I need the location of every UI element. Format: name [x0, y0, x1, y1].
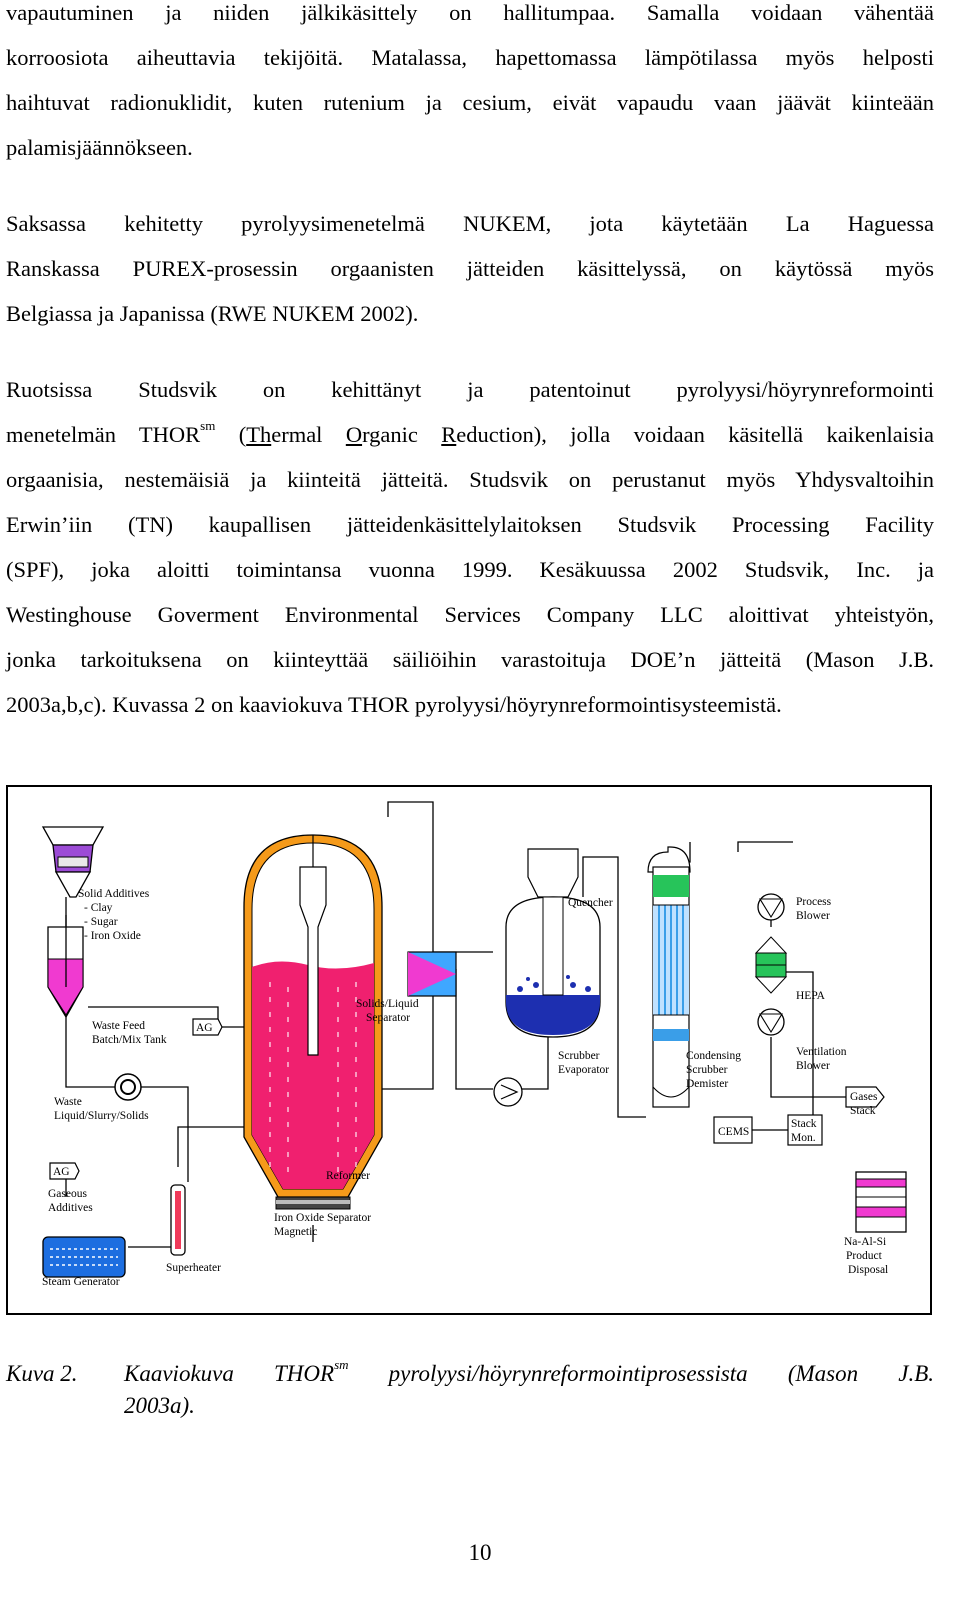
process-diagram-figure: Solid Additives - Clay - Sugar - Iron Ox…: [6, 785, 932, 1315]
label-cems: CEMS: [718, 1126, 749, 1138]
cems-box: [713, 1116, 753, 1144]
label-reformer: Reformer: [326, 1170, 370, 1182]
service-mark: sm: [334, 1357, 349, 1372]
text-line: vapautuminen ja niiden jälkikäsittely on…: [6, 0, 934, 25]
caption-text: Kaaviokuva THORsm pyrolyysi/höyrynreform…: [124, 1357, 934, 1418]
pipe: [65, 1017, 128, 1088]
label-stack: Stack: [791, 1118, 817, 1130]
pipe: [516, 1037, 549, 1090]
text-line: Westinghouse Goverment Environmental Ser…: [6, 602, 934, 627]
agitator-icon: [192, 1018, 223, 1036]
stack-monitor-box: [787, 1114, 823, 1146]
text-line: Belgiassa ja Japanissa (RWE NUKEM 2002).: [6, 301, 419, 326]
label-gases: Gases: [850, 1091, 878, 1103]
label-scrubber: Scrubber: [558, 1050, 600, 1062]
condensing-scrubber-icon: [647, 846, 691, 1108]
text-line: (SPF), joka aloitti toimintansa vuonna 1…: [6, 557, 934, 582]
text-line: Ruotsissa Studsvik on kehittänyt ja pate…: [6, 377, 934, 402]
label-condensing: Condensing: [686, 1050, 741, 1062]
label-waste-feed: Waste Feed: [92, 1020, 145, 1032]
text-line: korroosiota aiheuttavia tekijöitä. Matal…: [6, 45, 934, 70]
label-stack: Stack: [850, 1105, 876, 1117]
label-na-al-si: Na-Al-Si: [844, 1236, 886, 1248]
label-iron-oxide-separator: Iron Oxide Separator: [274, 1212, 371, 1224]
label-waste: Waste: [54, 1096, 82, 1108]
label-solid-additives: Solid Additives: [78, 888, 150, 900]
label-ag: AG: [53, 1166, 70, 1178]
additive-hopper-icon: [41, 826, 105, 898]
gases-stack-arrow-icon: [845, 1086, 885, 1108]
quencher-vessel-icon: [505, 848, 601, 1038]
label-sugar: - Sugar: [84, 916, 118, 928]
label-liquid-slurry-solids: Liquid/Slurry/Solids: [54, 1110, 149, 1122]
label-ventilation: Ventilation: [796, 1046, 847, 1058]
label-additives: Additives: [48, 1202, 93, 1214]
paragraph-3: Ruotsissa Studsvik on kehittänyt ja pate…: [6, 367, 934, 727]
label-quencher: Quencher: [568, 897, 613, 909]
label-iron-oxide: - Iron Oxide: [84, 930, 141, 942]
text-line: 2003a,b,c). Kuvassa 2 on kaaviokuva THOR…: [6, 692, 782, 717]
solids-liquid-separator-icon: [407, 951, 457, 997]
feed-tank-icon: [47, 915, 84, 1019]
recirculation-pump-icon: [493, 1077, 523, 1107]
label-steam-generator: Steam Generator: [42, 1276, 120, 1288]
text-line: palamisjäännökseen.: [6, 135, 193, 160]
paragraph-1: vapautuminen ja niiden jälkikäsittely on…: [6, 0, 934, 170]
pipe: [387, 801, 434, 952]
superheater-icon: [170, 1184, 186, 1256]
label-mon: Mon.: [791, 1132, 816, 1144]
hepa-filter-icon: [754, 936, 788, 994]
label-scrubber: Scrubber: [686, 1064, 728, 1076]
pipe: [737, 841, 793, 852]
label-separator: Separator: [366, 1012, 410, 1024]
process-blower-icon: [757, 893, 785, 921]
pipe: [770, 1037, 846, 1098]
pipe: [582, 856, 646, 1118]
label-batch-mix-tank: Batch/Mix Tank: [92, 1034, 167, 1046]
label-solids-liquid: Solids/Liquid: [356, 998, 419, 1010]
label-gaseous: Gaseous: [48, 1188, 87, 1200]
reformer-vessel-icon: [243, 834, 383, 1198]
pipe: [128, 1086, 189, 1182]
thor-process-diagram: Solid Additives - Clay - Sugar - Iron Ox…: [41, 801, 907, 1288]
label-blower: Blower: [796, 1060, 830, 1072]
service-mark: sm: [200, 418, 216, 433]
text-line: Ranskassa PUREX-prosessin orgaanisten jä…: [6, 256, 934, 281]
label-magnetic: Magnetic: [274, 1226, 317, 1238]
caption-label: Kuva 2.: [6, 1361, 78, 1386]
agitator-icon: [49, 1162, 80, 1180]
product-drum-icon: [855, 1171, 907, 1233]
text-line: jonka tarkoituksena on kiinteyttää säili…: [6, 647, 934, 672]
paragraph-2: Saksassa kehitetty pyrolyysimenetelmä NU…: [6, 201, 934, 336]
text-line-thor: menetelmän THORsm (Thermal Organic Reduc…: [6, 418, 934, 447]
label-process: Process: [796, 896, 832, 908]
text-line: Saksassa kehitetty pyrolyysimenetelmä NU…: [6, 211, 934, 236]
ventilation-blower-icon: [757, 1008, 785, 1036]
label-clay: - Clay: [84, 902, 113, 914]
label-demister: Demister: [686, 1078, 728, 1090]
label-disposal: Disposal: [848, 1264, 888, 1276]
label-evaporator: Evaporator: [558, 1064, 609, 1076]
text-line: orgaanisia, nestemäisiä ja kiinteitä jät…: [6, 467, 934, 492]
label-hepa: HEPA: [796, 990, 826, 1002]
pipe: [455, 969, 493, 1090]
label-product: Product: [846, 1250, 883, 1262]
text-line: Erwin’iin (TN) kaupallisen jätteidenkäsi…: [6, 512, 934, 537]
text-line: haihtuvat radionuklidit, kuten rutenium …: [6, 90, 934, 115]
label-superheater: Superheater: [166, 1262, 221, 1274]
page-number: 10: [468, 1540, 492, 1565]
label-ag: AG: [196, 1022, 213, 1034]
steam-generator-icon: [42, 1236, 126, 1278]
magnetic-separator-icon: [275, 1196, 351, 1210]
label-blower: Blower: [796, 910, 830, 922]
